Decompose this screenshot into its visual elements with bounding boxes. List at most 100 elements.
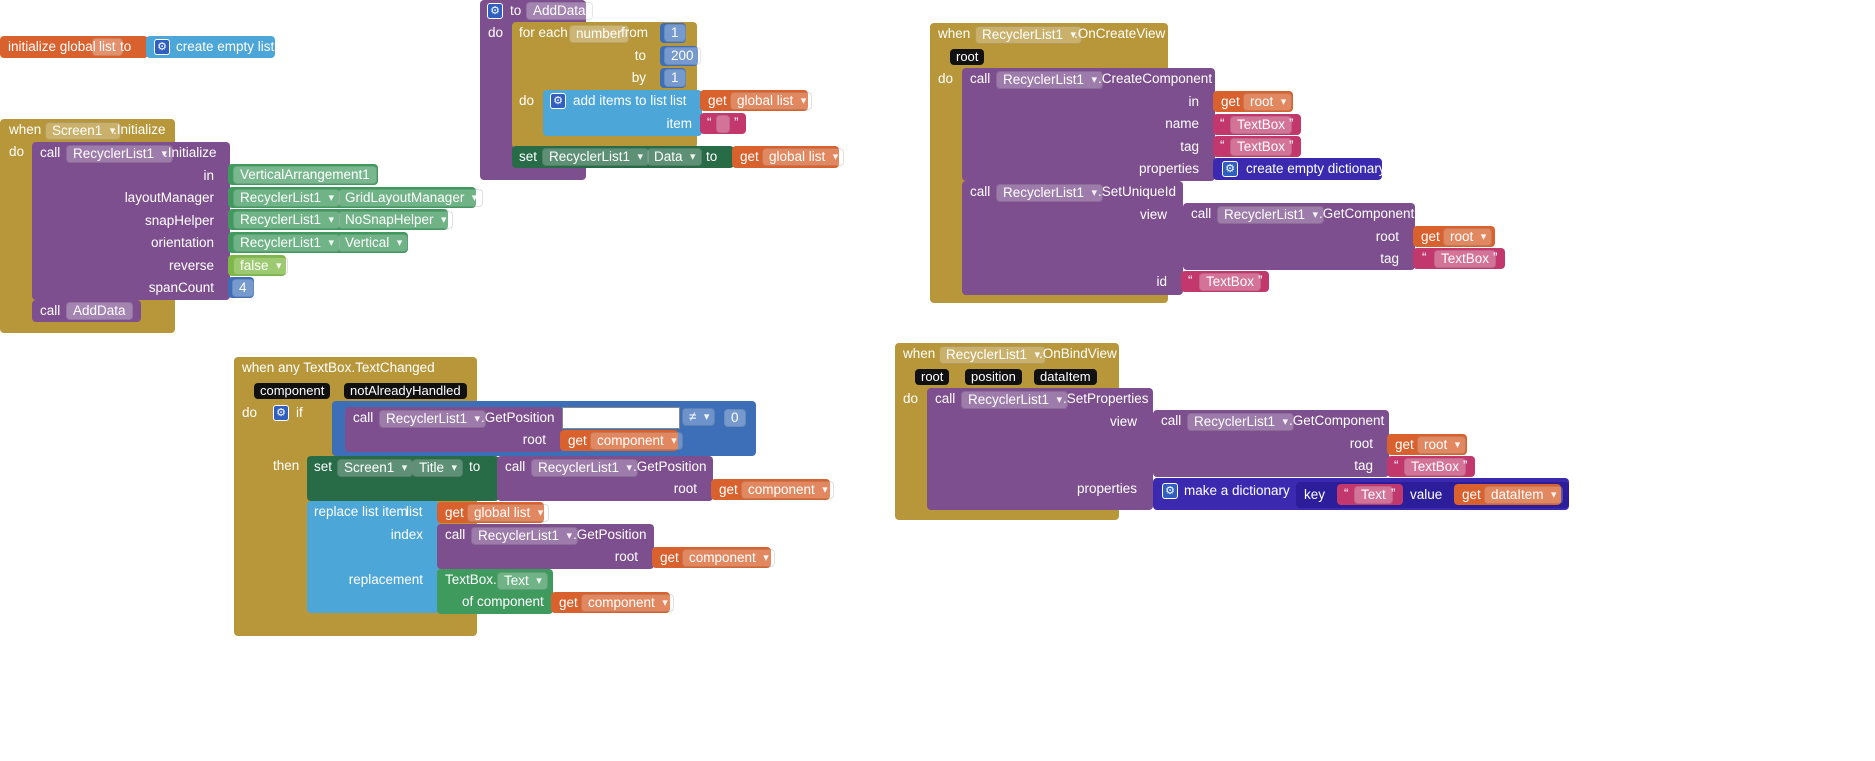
target-dropdown[interactable]: RecyclerList1 [66, 145, 174, 163]
set-recycler-data-block[interactable]: set RecyclerList1 Data to [512, 146, 734, 168]
gear-icon[interactable]: ⚙ [154, 39, 170, 55]
get-component-var-block-3[interactable]: get component [652, 547, 775, 568]
loop-variable-field[interactable]: number [569, 25, 629, 43]
create-empty-list-block[interactable]: ⚙ create empty list [146, 36, 275, 58]
set-component-dropdown[interactable]: RecyclerList1 [542, 148, 650, 166]
get-root-block-2[interactable]: get root [1413, 226, 1495, 247]
component-dropdown[interactable]: RecyclerList1 [975, 26, 1083, 44]
in-value-block[interactable]: VerticalArrangement1 [228, 164, 378, 185]
get-global-list-block-3[interactable]: get global list [437, 502, 550, 523]
get-dataitem-block[interactable]: get dataItem [1454, 484, 1563, 505]
component-dropdown[interactable]: component [590, 432, 683, 450]
reverse-false-block[interactable]: false [228, 255, 288, 276]
dataitem-dropdown[interactable]: dataItem [1484, 486, 1563, 504]
compare-value[interactable]: 0 [724, 409, 746, 427]
add-items-to-list-block[interactable]: ⚙ add items to list list item [543, 90, 702, 136]
from-number-block[interactable]: 1 [660, 23, 686, 43]
empty-text-block[interactable]: “ ” [700, 113, 746, 134]
global-list-dropdown[interactable]: global list [762, 148, 845, 166]
tag-text-field[interactable]: TextBox [1404, 458, 1467, 476]
in-value[interactable]: VerticalArrangement1 [233, 166, 377, 184]
name-text-block[interactable]: “ TextBox ” [1213, 114, 1301, 135]
screen-dropdown[interactable]: Screen1 [337, 459, 414, 477]
gear-icon[interactable]: ⚙ [487, 3, 503, 19]
param-root[interactable]: root [915, 369, 950, 385]
by-value[interactable]: 1 [664, 69, 686, 87]
gear-icon[interactable]: ⚙ [1162, 483, 1178, 499]
create-empty-dictionary-block[interactable]: ⚙ create empty dictionary [1213, 158, 1386, 180]
root-dropdown[interactable]: root [1417, 436, 1467, 454]
set-property-dropdown[interactable]: Data [647, 148, 702, 166]
snap-value-dropdown[interactable]: NoSnapHelper [338, 211, 453, 229]
orientation-block[interactable]: RecyclerList1 Vertical [228, 232, 409, 253]
param-notalreadyhandled[interactable]: notAlreadyHandled [344, 383, 467, 399]
set-screen-title-block[interactable]: set Screen1 Title to [307, 456, 499, 501]
gear-icon[interactable]: ⚙ [273, 405, 289, 421]
get-global-list-block-2[interactable]: get global list [732, 146, 845, 168]
reverse-dropdown[interactable]: false [233, 257, 288, 275]
global-name-field[interactable]: list [92, 38, 123, 56]
orientation-component-dropdown[interactable]: RecyclerList1 [233, 234, 341, 252]
init-global-block[interactable]: initialize global list to [0, 36, 148, 58]
get-root-block-3[interactable]: get root [1387, 434, 1467, 455]
layout-component-dropdown[interactable]: RecyclerList1 [233, 189, 341, 207]
adddata-name[interactable]: AddData [66, 302, 133, 320]
target-dropdown[interactable]: RecyclerList1 [531, 459, 639, 477]
create-component-block[interactable]: call RecyclerList1 .CreateComponent in n… [962, 68, 1215, 181]
target-dropdown[interactable]: RecyclerList1 [1217, 206, 1325, 224]
tag-text-block-3[interactable]: “ TextBox ” [1387, 456, 1475, 477]
component-dropdown[interactable]: component [682, 549, 775, 567]
text-property-dropdown[interactable]: Text [497, 572, 548, 590]
component-dropdown-screen1[interactable]: Screen1 [45, 122, 122, 140]
gear-icon[interactable]: ⚙ [550, 93, 566, 109]
target-dropdown[interactable]: RecyclerList1 [379, 410, 487, 428]
target-dropdown[interactable]: RecyclerList1 [996, 71, 1104, 89]
id-text-block[interactable]: “ TextBox ” [1181, 271, 1269, 292]
to-number-block[interactable]: 200 [660, 46, 701, 66]
to-value[interactable]: 200 [664, 47, 701, 65]
tag-text-block-2[interactable]: “ TextBox ” [1413, 248, 1505, 269]
get-component-block-2[interactable]: call RecyclerList1 .GetComponent root ta… [1153, 410, 1389, 477]
get-position-block[interactable]: call RecyclerList1 .GetPosition root [345, 407, 562, 452]
compare-operator-dropdown[interactable]: ≠ [682, 408, 716, 426]
get-component-var-block-2[interactable]: get component [711, 479, 834, 500]
id-text-field[interactable]: TextBox [1199, 273, 1262, 291]
by-number-block[interactable]: 1 [660, 68, 686, 88]
target-dropdown[interactable]: RecyclerList1 [961, 391, 1069, 409]
call-adddata-block[interactable]: call AddData [32, 300, 141, 322]
global-list-dropdown[interactable]: global list [467, 504, 550, 522]
component-dropdown[interactable]: component [581, 594, 674, 612]
key-text-block[interactable]: “ Text ” [1337, 484, 1403, 505]
key-text-field[interactable]: Text [1354, 486, 1393, 504]
title-property-dropdown[interactable]: Title [412, 459, 464, 477]
get-component-block[interactable]: call RecyclerList1 .GetComponent root ta… [1183, 203, 1415, 270]
param-root[interactable]: root [950, 49, 985, 65]
set-unique-id-block[interactable]: call RecyclerList1 .SetUniqueId view id [962, 181, 1183, 295]
param-dataitem[interactable]: dataItem [1034, 369, 1097, 385]
get-component-var-block-4[interactable]: get component [551, 592, 674, 613]
procedure-name-field[interactable]: AddData [526, 2, 593, 20]
empty-text-field[interactable] [716, 115, 730, 133]
component-dropdown[interactable]: component [741, 481, 834, 499]
tag-text-field[interactable]: TextBox [1434, 250, 1497, 268]
root-dropdown[interactable]: root [1243, 93, 1293, 111]
get-global-list-block[interactable]: get global list [700, 90, 813, 111]
root-dropdown[interactable]: root [1443, 228, 1493, 246]
snap-component-dropdown[interactable]: RecyclerList1 [233, 211, 341, 229]
name-text-field[interactable]: TextBox [1230, 116, 1293, 134]
gear-icon[interactable]: ⚙ [1222, 161, 1238, 177]
orientation-value-dropdown[interactable]: Vertical [338, 234, 409, 252]
param-position[interactable]: position [965, 369, 1022, 385]
spancount-value[interactable]: 4 [232, 279, 254, 297]
target-dropdown[interactable]: RecyclerList1 [471, 527, 579, 545]
set-properties-block[interactable]: call RecyclerList1 .SetProperties view p… [927, 388, 1153, 510]
layout-value-dropdown[interactable]: GridLayoutManager [338, 189, 484, 207]
from-value[interactable]: 1 [664, 24, 686, 42]
get-position-block-2[interactable]: call RecyclerList1 .GetPosition root [497, 456, 713, 501]
tag-text-field[interactable]: TextBox [1230, 138, 1293, 156]
snap-helper-block[interactable]: RecyclerList1 NoSnapHelper [228, 209, 453, 230]
target-dropdown[interactable]: RecyclerList1 [1187, 413, 1295, 431]
layout-manager-block[interactable]: RecyclerList1 GridLayoutManager [228, 187, 484, 208]
call-initialize-block[interactable]: call RecyclerList1 .Initialize in layout… [32, 142, 230, 300]
target-dropdown[interactable]: RecyclerList1 [996, 184, 1104, 202]
